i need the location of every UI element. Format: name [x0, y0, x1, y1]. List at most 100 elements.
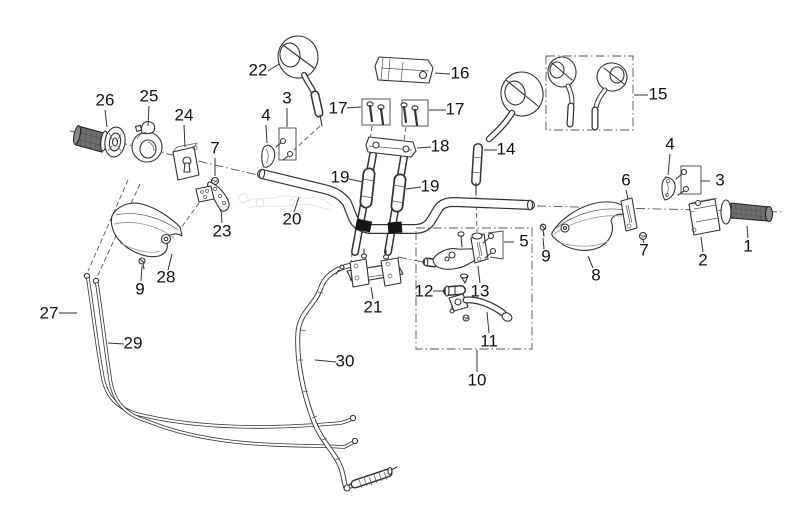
group-box-10	[415, 227, 533, 350]
leader-line-6	[625, 189, 629, 200]
bar-band-right	[387, 221, 403, 234]
leader-line-7	[642, 239, 645, 244]
callout-3: 3	[715, 170, 724, 189]
leader-line-11	[486, 311, 490, 334]
callout-26: 26	[96, 90, 115, 109]
leader-line-4	[265, 124, 268, 144]
leader-line-25	[147, 105, 150, 127]
callout-5: 5	[519, 231, 528, 250]
leader-line-8	[587, 255, 594, 269]
leader-line-26	[104, 109, 108, 128]
callout-20: 20	[283, 209, 302, 228]
callout-6: 6	[621, 170, 630, 189]
callout-25: 25	[140, 86, 159, 105]
clamp-cover-pad	[374, 56, 434, 84]
callout-15: 15	[649, 84, 668, 103]
guard-bracket-line	[177, 202, 200, 233]
callout-14: 14	[497, 139, 516, 158]
callout-22: 22	[249, 60, 268, 79]
bar-band-left	[354, 218, 373, 233]
leader-line-29	[107, 342, 125, 345]
group-box-15	[545, 55, 634, 131]
bolt-axis-b	[403, 126, 407, 142]
callout-30: 30	[336, 351, 355, 370]
handlebar-riser-studs	[351, 151, 408, 256]
callout-23: 23	[213, 221, 232, 240]
callout-19: 19	[331, 167, 350, 186]
callout-12: 12	[415, 281, 434, 300]
callout-10: 10	[468, 370, 487, 389]
right-mirror	[470, 71, 544, 196]
callout-18: 18	[431, 136, 450, 155]
leader-line-16	[434, 72, 451, 75]
leader-line-19	[405, 186, 422, 190]
mirror-pair-option	[545, 55, 634, 131]
throttle-cables	[83, 272, 359, 449]
clamp-bolts	[361, 98, 429, 127]
cable-adjuster-tip	[387, 466, 393, 476]
right-hand-guard	[539, 165, 702, 251]
left-mirror	[277, 35, 324, 127]
cable-nipple	[349, 414, 357, 422]
callout-29: 29	[124, 333, 143, 352]
callout-13: 13	[471, 281, 490, 300]
callout-8: 8	[591, 265, 600, 284]
left-hand-guard	[110, 202, 183, 270]
callout-11: 11	[480, 331, 498, 350]
cable-nipple	[351, 437, 359, 445]
cable-route-line-a	[87, 179, 129, 272]
leader-line-21	[370, 286, 374, 300]
callout-9: 9	[135, 279, 144, 298]
guard-mount-bracket	[195, 181, 230, 212]
mirror22-drop-line	[293, 125, 321, 151]
leader-line-18	[416, 146, 432, 149]
leader-line-22	[267, 63, 280, 72]
left-switch-housing	[172, 142, 200, 181]
lower-bar-clamp	[335, 248, 404, 288]
leader-line-28	[167, 253, 173, 271]
callout-19: 19	[421, 176, 440, 195]
callout-4: 4	[261, 105, 270, 124]
leader-line-2	[700, 236, 704, 253]
brake-lever-assembly	[415, 227, 533, 350]
throttle-tube	[131, 121, 163, 163]
leader-line-24	[183, 124, 186, 148]
bar-end-right	[526, 199, 534, 211]
callout-1: 1	[743, 236, 752, 255]
callout-24: 24	[175, 105, 194, 124]
left-mirror-clamp	[261, 127, 297, 168]
leader-line-23	[220, 208, 223, 224]
clutch-cable	[295, 262, 398, 492]
right-grip	[720, 199, 774, 225]
callout-17: 17	[446, 99, 465, 118]
callout-4: 4	[665, 134, 674, 153]
callout-28: 28	[157, 267, 176, 286]
callout-2: 2	[698, 250, 707, 269]
callout-16: 16	[451, 63, 470, 82]
handlebar	[257, 168, 535, 234]
upper-bar-clamp	[365, 136, 417, 158]
leader-line-20	[293, 196, 300, 213]
callout-17: 17	[329, 98, 348, 117]
callout-7: 7	[639, 240, 648, 259]
leader-line-4	[667, 153, 671, 176]
right-switch-housing	[688, 197, 721, 236]
leader-line-1	[746, 225, 749, 239]
leader-line-13	[477, 265, 481, 284]
callout-7: 7	[210, 138, 219, 157]
leader-line-30	[314, 359, 337, 363]
callout-3: 3	[282, 88, 291, 107]
mirror14-drop-line	[475, 196, 478, 233]
leader-line-17	[346, 106, 362, 109]
left-locknut	[210, 176, 220, 186]
leader-line-9	[140, 265, 143, 282]
callout-27: 27	[40, 303, 59, 322]
callout-9: 9	[541, 246, 550, 265]
callout-21: 21	[364, 297, 383, 316]
left-grip	[72, 125, 126, 158]
bar-end-left	[258, 168, 266, 180]
leader-line-19	[348, 178, 364, 183]
